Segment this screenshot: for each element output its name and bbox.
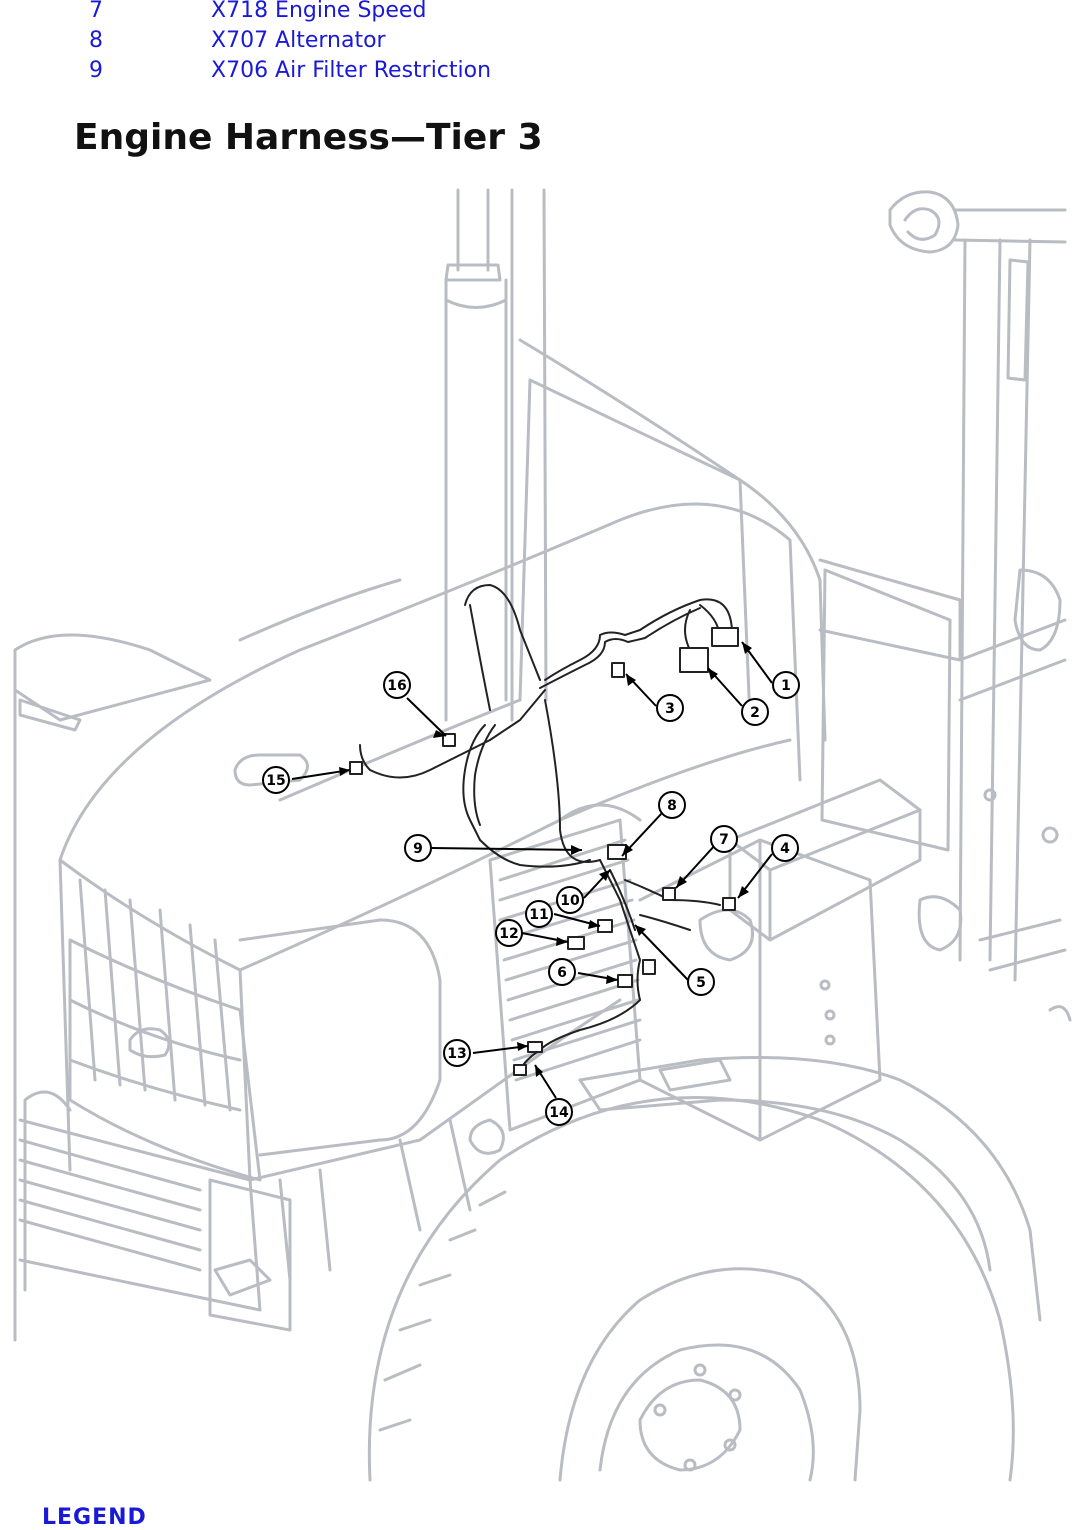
callout-11: 11 xyxy=(525,900,553,928)
legend-item-number: 9 xyxy=(89,58,103,83)
callout-label: 4 xyxy=(780,841,790,857)
callout-16: 16 xyxy=(383,671,411,699)
callout-15: 15 xyxy=(262,766,290,794)
callout-14: 14 xyxy=(545,1098,573,1126)
callout-label: 5 xyxy=(696,975,706,991)
callout-label: 15 xyxy=(266,773,285,789)
callout-label: 3 xyxy=(665,701,675,717)
callout-label: 13 xyxy=(447,1046,466,1062)
callout-12: 12 xyxy=(495,919,523,947)
tractor-outline xyxy=(13,188,1072,1482)
engine-harness xyxy=(349,584,739,1076)
callout-6: 6 xyxy=(548,958,576,986)
callout-label: 16 xyxy=(387,678,406,694)
callout-label: 6 xyxy=(557,965,567,981)
callout-label: 9 xyxy=(413,841,423,857)
callout-arrowheads xyxy=(339,642,752,1077)
callout-label: 8 xyxy=(667,798,677,814)
section-title: Engine Harness—Tier 3 xyxy=(74,117,543,158)
legend-heading: LEGEND xyxy=(42,1505,147,1530)
callout-9: 9 xyxy=(404,834,432,862)
callout-4: 4 xyxy=(771,834,799,862)
callouts: 1 2 3 4 5 6 7 8 9 10 11 12 13 14 15 16 xyxy=(262,671,800,1126)
callout-7: 7 xyxy=(710,825,738,853)
callout-5: 5 xyxy=(687,968,715,996)
legend-item-description: X718 Engine Speed xyxy=(211,0,427,23)
callout-label: 11 xyxy=(529,907,548,923)
legend-item-number: 8 xyxy=(89,28,103,53)
legend-item-description: X706 Air Filter Restriction xyxy=(211,58,492,83)
callout-2: 2 xyxy=(741,698,769,726)
legend-item-description: X707 Alternator xyxy=(211,28,386,53)
callout-3: 3 xyxy=(656,694,684,722)
callout-label: 10 xyxy=(560,893,580,909)
callout-label: 7 xyxy=(719,832,729,848)
callout-label: 1 xyxy=(781,678,791,694)
engine-harness-illustration: 1 2 3 4 5 6 7 8 9 10 11 12 13 14 15 16 xyxy=(13,188,1072,1482)
callout-10: 10 xyxy=(556,886,584,914)
callout-label: 2 xyxy=(750,705,760,721)
engine-harness-figure: 1 2 3 4 5 6 7 8 9 10 11 12 13 14 15 16 xyxy=(0,180,1082,1490)
callout-label: 12 xyxy=(499,926,518,942)
callout-1: 1 xyxy=(772,671,800,699)
callout-8: 8 xyxy=(658,791,686,819)
callout-13: 13 xyxy=(443,1039,471,1067)
callout-label: 14 xyxy=(549,1105,569,1121)
legend-item-number: 7 xyxy=(89,0,103,23)
